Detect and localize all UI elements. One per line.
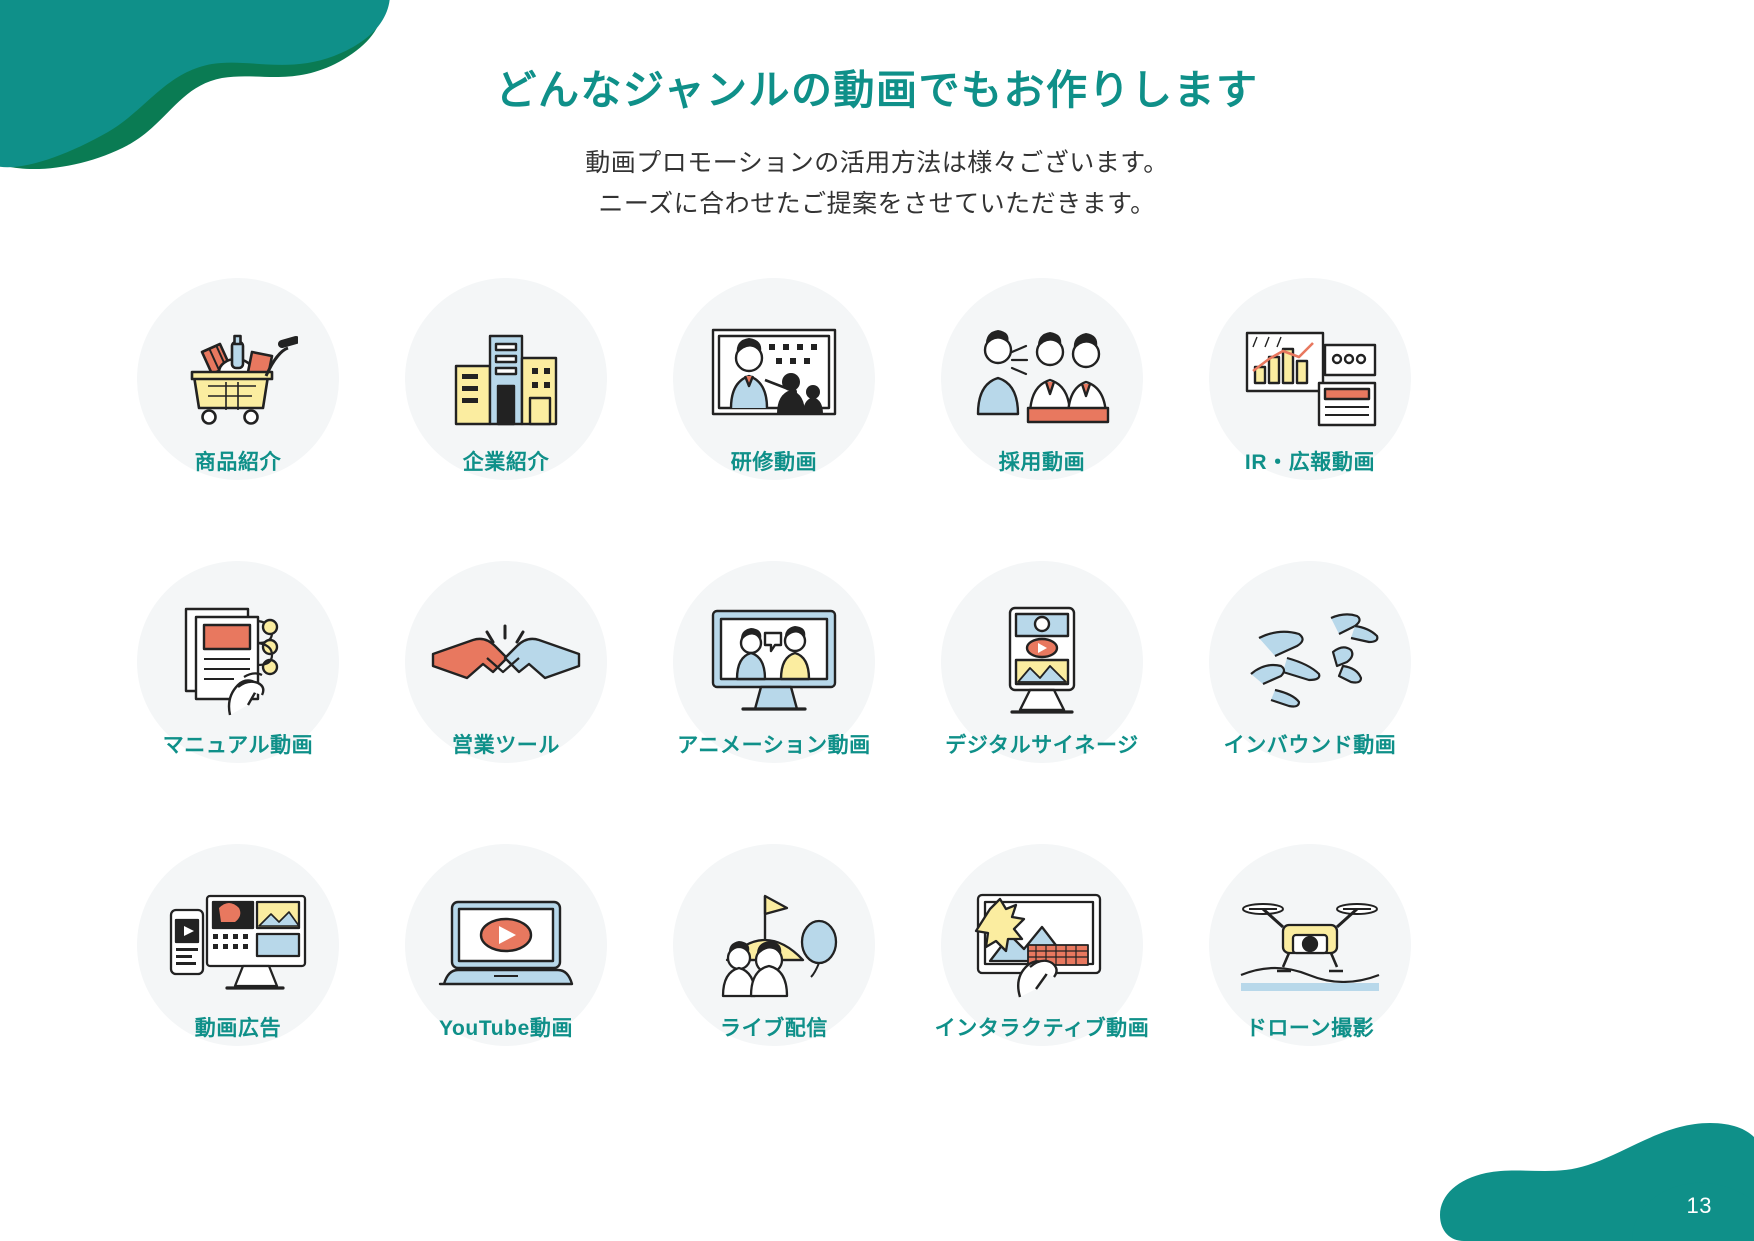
- office-building-icon: [446, 324, 566, 434]
- genre-item-label: アニメーション動画: [677, 734, 871, 757]
- video-ads-devices-icon: [167, 890, 309, 1000]
- drone-camera-icon: [1239, 891, 1381, 999]
- shopping-cart-icon: [178, 324, 298, 434]
- training-presentation-icon: [707, 324, 841, 434]
- genre-item-label: YouTube動画: [438, 1017, 574, 1040]
- genre-icon-disc: [941, 844, 1143, 1046]
- genre-item[interactable]: 営業ツール: [372, 561, 640, 763]
- genre-icon-disc: [1209, 278, 1411, 480]
- genre-item[interactable]: インバウンド動画: [1176, 561, 1444, 763]
- genre-icon-disc: [405, 278, 607, 480]
- ir-chart-report-icon: [1241, 325, 1379, 433]
- manual-document-hand-icon: [178, 603, 298, 721]
- genre-grid: 商品紹介 企業紹介 研修動画 採用動画: [104, 278, 1444, 1046]
- laptop-play-button-icon: [436, 898, 576, 992]
- genre-item[interactable]: 商品紹介: [104, 278, 372, 480]
- digital-signage-icon: [996, 604, 1088, 720]
- genre-icon-disc: [137, 844, 339, 1046]
- page-title: どんなジャンルの動画でもお作りします: [495, 67, 1259, 113]
- genre-item-label: 研修動画: [730, 451, 818, 474]
- interactive-tablet-touch-icon: [972, 889, 1112, 1001]
- genre-icon-disc: [941, 278, 1143, 480]
- genre-icon-disc: [1209, 561, 1411, 763]
- recruiting-people-icon: [972, 326, 1112, 432]
- genre-icon-disc: [1209, 844, 1411, 1046]
- monitor-animation-icon: [709, 605, 839, 719]
- genre-item[interactable]: ドローン撮影: [1176, 844, 1444, 1046]
- genre-item-label: インバウンド動画: [1223, 734, 1397, 757]
- genre-item[interactable]: マニュアル動画: [104, 561, 372, 763]
- genre-icon-disc: [137, 278, 339, 480]
- page-subtitle: 動画プロモーションの活用方法は様々ございます。 ニーズに合わせたご提案をさせてい…: [0, 143, 1754, 224]
- genre-item[interactable]: 採用動画: [908, 278, 1176, 480]
- genre-item-label: 採用動画: [998, 451, 1086, 474]
- genre-icon-disc: [673, 278, 875, 480]
- genre-icon-disc: [673, 561, 875, 763]
- genre-icon-disc: [673, 844, 875, 1046]
- genre-item-label: ライブ配信: [720, 1017, 828, 1040]
- genre-icon-disc: [405, 844, 607, 1046]
- genre-item-label: インタラクティブ動画: [934, 1017, 1150, 1040]
- genre-item[interactable]: 企業紹介: [372, 278, 640, 480]
- genre-icon-disc: [137, 561, 339, 763]
- subtitle-line-1: 動画プロモーションの活用方法は様々ございます。: [585, 149, 1169, 178]
- slide-header: どんなジャンルの動画でもお作りします 動画プロモーションの活用方法は様々ございま…: [0, 66, 1754, 224]
- live-streaming-event-icon: [703, 890, 845, 1000]
- handshake-icon: [431, 624, 581, 700]
- genre-item-label: デジタルサイネージ: [945, 734, 1139, 757]
- genre-item[interactable]: YouTube動画: [372, 844, 640, 1046]
- genre-item[interactable]: 動画広告: [104, 844, 372, 1046]
- genre-item-label: 商品紹介: [194, 451, 282, 474]
- genre-item[interactable]: IR・広報動画: [1176, 278, 1444, 480]
- genre-item[interactable]: インタラクティブ動画: [908, 844, 1176, 1046]
- genre-item[interactable]: アニメーション動画: [640, 561, 908, 763]
- subtitle-line-2: ニーズに合わせたご提案をさせていただきます。: [598, 189, 1156, 218]
- genre-icon-disc: [941, 561, 1143, 763]
- airplane-japan-map-icon: [1235, 608, 1385, 716]
- genre-item-label: 動画広告: [194, 1017, 282, 1040]
- genre-item-label: 営業ツール: [452, 734, 560, 757]
- genre-item[interactable]: ライブ配信: [640, 844, 908, 1046]
- genre-item-label: マニュアル動画: [162, 734, 314, 757]
- bottom-right-teal-blob: [1440, 1123, 1754, 1241]
- genre-item-label: ドローン撮影: [1245, 1017, 1375, 1040]
- genre-icon-disc: [405, 561, 607, 763]
- genre-item[interactable]: 研修動画: [640, 278, 908, 480]
- genre-item-label: IR・広報動画: [1244, 451, 1376, 474]
- genre-item-label: 企業紹介: [462, 451, 550, 474]
- page-number: 13: [1686, 1193, 1712, 1218]
- genre-item[interactable]: デジタルサイネージ: [908, 561, 1176, 763]
